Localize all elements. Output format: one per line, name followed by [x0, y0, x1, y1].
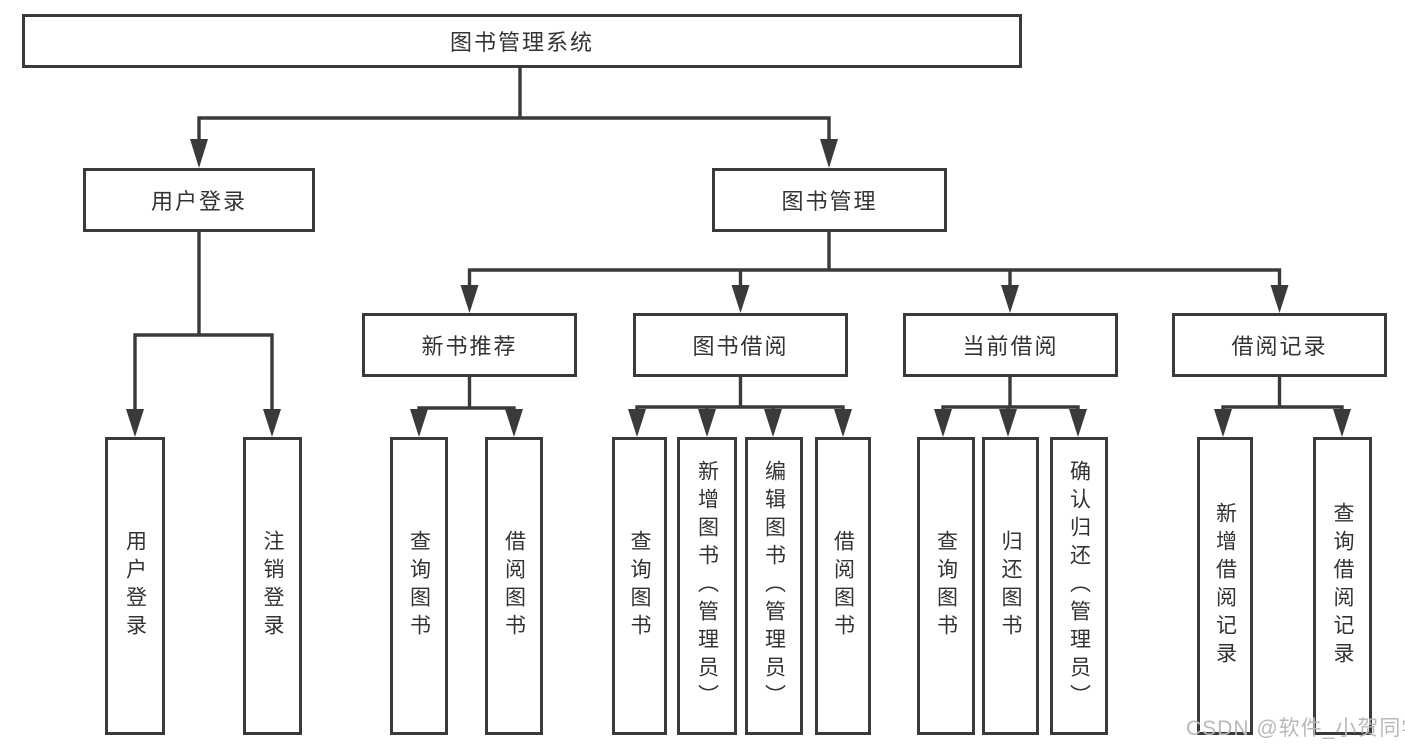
node-user-login-label: 用户登录: [150, 189, 247, 214]
leaf-add-borrow-record: 新增借阅记录: [1197, 437, 1253, 735]
leaf-add-borrow-record-label: 新增借阅记录: [1213, 502, 1237, 670]
node-current-borrow: 当前借阅: [903, 313, 1118, 377]
node-new-book-recommend: 新书推荐: [362, 313, 577, 377]
csdn-watermark: CSDN @软件_小贺同学: [1186, 717, 1405, 740]
leaf-borrow-books-2-label: 借阅图书: [831, 530, 855, 642]
leaf-add-books-admin: 新增图书（管理员）: [677, 437, 737, 735]
node-book-management: 图书管理: [712, 168, 947, 232]
leaf-edit-books-admin: 编辑图书（管理员）: [745, 437, 803, 735]
leaf-borrow-books-1: 借阅图书: [485, 437, 543, 735]
leaf-return-books: 归还图书: [982, 437, 1039, 735]
leaf-query-books-2-label: 查询图书: [628, 530, 652, 642]
leaf-query-books-1: 查询图书: [390, 437, 448, 735]
leaf-borrow-books-1-label: 借阅图书: [502, 530, 526, 642]
leaf-confirm-return-admin-label: 确认归还（管理员）: [1067, 460, 1091, 712]
leaf-return-books-label: 归还图书: [999, 530, 1023, 642]
node-root-label: 图书管理系统: [449, 30, 594, 55]
leaf-confirm-return-admin: 确认归还（管理员）: [1050, 437, 1108, 735]
node-new-book-recommend-label: 新书推荐: [421, 334, 518, 359]
leaf-query-borrow-record: 查询借阅记录: [1313, 437, 1372, 735]
leaf-user-login-label: 用户登录: [123, 530, 147, 642]
leaf-query-borrow-record-label: 查询借阅记录: [1331, 502, 1355, 670]
node-borrow-records-label: 借阅记录: [1231, 334, 1328, 359]
leaf-query-books-3: 查询图书: [917, 437, 975, 735]
arrowhead-icons: [126, 139, 1351, 437]
leaf-add-books-admin-label: 新增图书（管理员）: [695, 460, 719, 712]
leaf-query-books-3-label: 查询图书: [934, 530, 958, 642]
node-borrow-records: 借阅记录: [1172, 313, 1387, 377]
leaf-user-login: 用户登录: [105, 437, 165, 735]
node-book-borrow: 图书借阅: [633, 313, 848, 377]
leaf-edit-books-admin-label: 编辑图书（管理员）: [762, 460, 786, 712]
node-user-login: 用户登录: [83, 168, 315, 232]
leaf-logout: 注销登录: [243, 437, 302, 735]
leaf-query-books-1-label: 查询图书: [407, 530, 431, 642]
node-current-borrow-label: 当前借阅: [962, 334, 1059, 359]
node-root-system: 图书管理系统: [22, 14, 1022, 68]
leaf-query-books-2: 查询图书: [612, 437, 667, 735]
node-book-borrow-label: 图书借阅: [692, 334, 789, 359]
leaf-logout-label: 注销登录: [261, 530, 285, 642]
node-book-management-label: 图书管理: [781, 189, 878, 214]
leaf-borrow-books-2: 借阅图书: [815, 437, 871, 735]
